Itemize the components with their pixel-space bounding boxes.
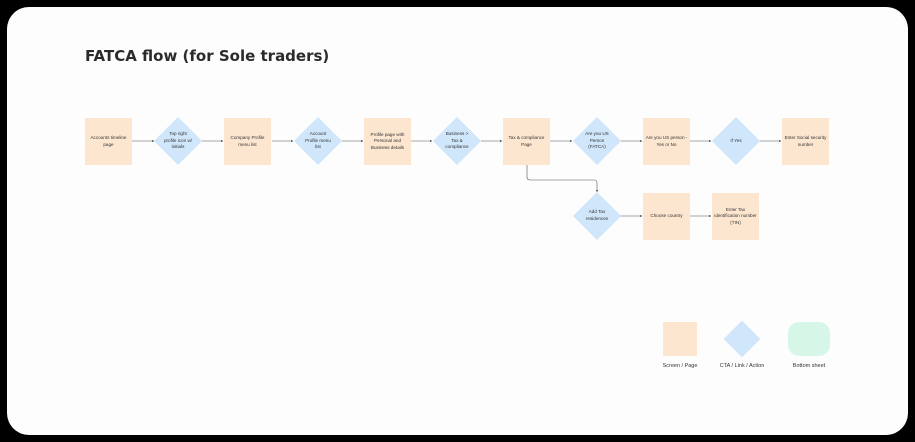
node-choose-country: Choose country — [643, 193, 690, 240]
diamond-shape — [723, 320, 761, 358]
node-if-yes: If Yes — [711, 116, 761, 166]
node-account-profile: Account Profile menu list — [293, 116, 343, 166]
node-label: Top right profile icon w/ initials — [163, 131, 193, 150]
node-business-tax: Business > Tax & compliance — [432, 116, 482, 166]
legend-cta-label: CTA / Link / Action — [719, 363, 765, 369]
connector-branch — [526, 165, 599, 193]
legend-screen-swatch — [663, 322, 697, 356]
connector-layer — [132, 139, 782, 218]
legend-screen-label: Screen / Page — [662, 363, 698, 369]
node-profile-page: Profile page with Personal and Business … — [364, 118, 411, 165]
node-add-tax: Add Tax residences — [572, 191, 622, 241]
node-enter-tin: Enter Tax identification number (TIN) — [712, 193, 759, 240]
canvas-frame: FATCA flow (for Sole traders) Accounts t… — [7, 7, 908, 435]
node-top-right-icon: Top right profile icon w/ initials — [153, 116, 203, 166]
node-label: Add Tax residences — [585, 209, 609, 221]
node-enter-ssn: Enter Social security number — [782, 118, 829, 165]
page-title: FATCA flow (for Sole traders) — [85, 47, 330, 65]
node-label: If Yes — [730, 137, 742, 143]
legend-sheet-swatch — [788, 322, 830, 356]
node-label: Business > Tax & compliance — [445, 131, 469, 150]
node-label: Are you US Person (FATCA) — [585, 131, 609, 150]
node-accounts-timeline: Accounts timeline page — [85, 118, 132, 165]
node-label: Account Profile menu list — [305, 131, 331, 150]
legend-sheet-label: Bottom sheet — [792, 363, 826, 369]
node-tax-page: Tax & compliance Page — [503, 118, 550, 165]
node-us-yes-no: Are you US person - Yes or No — [643, 118, 690, 165]
node-are-you-us: Are you US Person (FATCA) — [572, 116, 622, 166]
node-company-profile: Company Profile menu list — [224, 118, 271, 165]
legend-cta-swatch — [718, 315, 766, 363]
